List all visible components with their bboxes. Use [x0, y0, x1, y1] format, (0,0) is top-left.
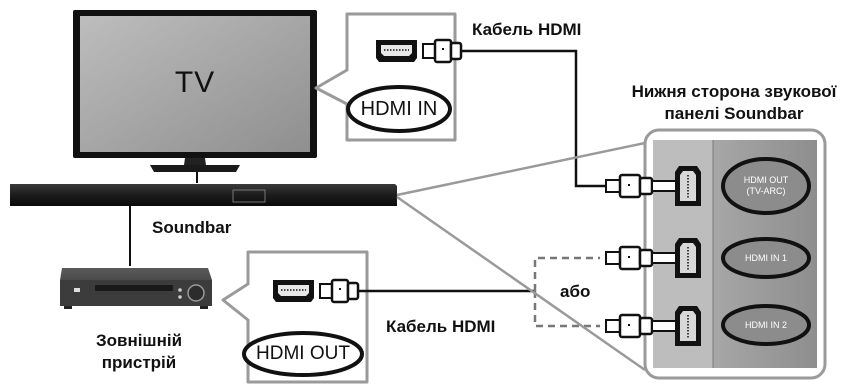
hdmi-plug-panel-in1	[605, 245, 677, 271]
cable-alt-in2	[533, 291, 600, 328]
panel-port-in2-label: HDMI IN 2	[744, 320, 787, 330]
panel-port-in2	[675, 306, 701, 346]
external-device-label-line2: пристрій	[101, 353, 177, 372]
panel-oval-out	[721, 157, 811, 215]
cable-top-label: Кабель HDMI	[472, 20, 582, 39]
tv-neck	[184, 158, 206, 165]
soundbar-display	[232, 189, 266, 203]
soundbar-label: Soundbar	[152, 218, 232, 237]
device-hdmi-out-oval	[242, 331, 364, 377]
device-knob	[187, 284, 205, 302]
tv-screen	[80, 16, 310, 152]
tv-hdmi-in-oval	[346, 85, 452, 133]
panel-port-in1	[675, 238, 701, 278]
hdmi-plug-panel-in2	[605, 313, 677, 339]
tv-hdmi-in-label: HDMI IN	[360, 98, 438, 120]
external-device	[60, 268, 212, 309]
tv	[73, 10, 317, 172]
cable-alt-in1	[533, 256, 600, 291]
soundbar	[10, 184, 397, 206]
tv-label: TV	[174, 66, 216, 99]
external-device-label-line1: Зовнішній	[95, 331, 183, 350]
panel-oval-in2	[721, 304, 811, 346]
tv-stand	[150, 165, 240, 172]
device-hdmi-out-label: HDMI OUT	[256, 343, 350, 364]
panel-title-line1: Нижня сторона звукової	[631, 82, 837, 101]
panel-port-out-label-line2: (TV-ARC)	[746, 186, 786, 196]
soundbar-body	[10, 184, 397, 206]
panel-port-out	[675, 166, 701, 206]
callout-tv	[314, 12, 457, 142]
device-slot	[95, 285, 173, 291]
panel-port-in1-label: HDMI IN 1	[744, 253, 787, 263]
or-label: або	[560, 282, 591, 301]
panel-title-line2: панелі Soundbar	[664, 104, 804, 123]
hdmi-plug-tv	[422, 38, 463, 64]
panel-oval-in1	[721, 237, 811, 279]
hdmi-plug-device	[319, 278, 360, 304]
panel-port-out-label-line1: HDMI OUT	[743, 175, 789, 185]
cable-bottom-label: Кабель HDMI	[386, 317, 496, 336]
hdmi-plug-panel-out	[605, 173, 677, 199]
cable-top-line	[461, 49, 620, 188]
